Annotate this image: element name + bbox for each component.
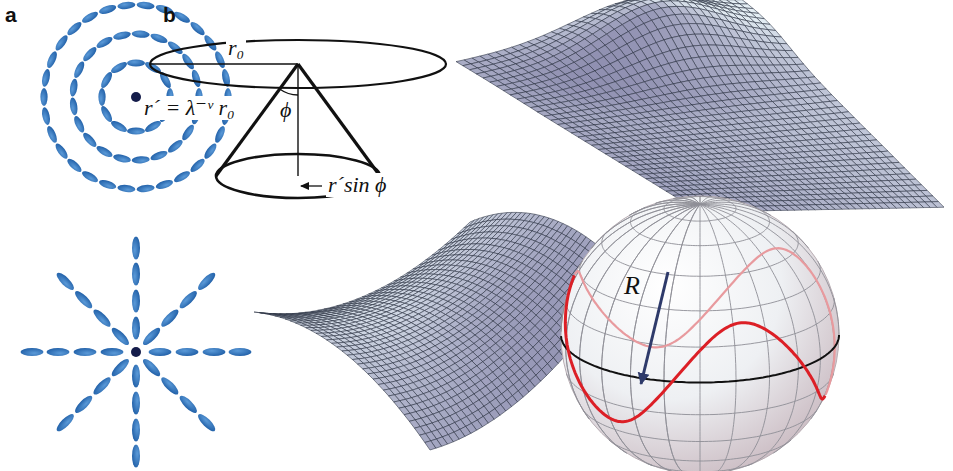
mesh-cell — [612, 157, 626, 162]
director-ellipse — [98, 88, 105, 106]
defect-core — [131, 92, 141, 102]
mesh-cell — [659, 187, 673, 192]
director-ellipse — [21, 348, 44, 356]
director-ellipse — [176, 348, 199, 356]
director-ellipse — [149, 348, 172, 356]
mesh-cell — [653, 182, 667, 187]
director-ellipse — [196, 270, 218, 292]
director-ellipse — [73, 393, 95, 415]
mesh-cell — [666, 191, 680, 196]
director-ellipse — [109, 357, 131, 379]
director-ellipse — [73, 289, 95, 311]
director-ellipse — [99, 104, 114, 123]
director-ellipse — [132, 419, 140, 442]
director-ellipse — [91, 307, 113, 329]
defect-core — [131, 347, 141, 357]
director-ellipse — [74, 348, 97, 356]
director-ellipse — [91, 375, 113, 397]
director-ellipse — [132, 365, 140, 388]
director-ellipse — [213, 50, 227, 69]
director-ellipse — [229, 348, 252, 356]
director-ellipse — [98, 178, 117, 190]
director-ellipse — [101, 348, 124, 356]
director-ellipse — [109, 325, 131, 347]
director-ellipse — [127, 127, 145, 134]
director-ellipse — [132, 290, 140, 313]
mesh-cell — [639, 174, 653, 179]
director-ellipse — [47, 348, 70, 356]
director-ellipse — [41, 68, 52, 87]
mesh-cell — [646, 178, 660, 183]
director-ellipse — [213, 125, 227, 144]
director-ellipse — [41, 107, 52, 126]
bump-surface — [456, 0, 944, 212]
mesh-cell — [619, 161, 633, 166]
director-ellipse — [136, 1, 155, 10]
director-ellipse — [196, 412, 218, 434]
director-ellipse — [180, 52, 196, 71]
director-ellipse — [172, 169, 191, 184]
director-ellipse — [112, 153, 131, 164]
director-ellipse — [189, 157, 207, 174]
director-ellipse — [141, 325, 163, 347]
director-ellipse — [155, 178, 174, 190]
director-ellipse — [132, 445, 140, 468]
director-ellipse — [53, 142, 69, 161]
director-patterns — [21, 1, 252, 468]
director-ellipse — [177, 289, 199, 311]
director-ellipse — [131, 30, 149, 39]
director-ellipse — [109, 119, 128, 134]
director-ellipse — [132, 392, 140, 415]
director-ellipse — [45, 125, 59, 144]
director-ellipse — [166, 138, 185, 155]
director-ellipse — [81, 45, 99, 63]
director-ellipse — [72, 60, 86, 79]
director-ellipse — [141, 357, 163, 379]
director-ellipse — [45, 50, 59, 69]
mesh-cell — [632, 170, 646, 175]
director-ellipse — [109, 60, 128, 75]
director-ellipse — [98, 3, 117, 15]
director-ellipse — [117, 184, 136, 193]
mesh-cell — [625, 166, 639, 171]
director-ellipse — [131, 156, 149, 165]
director-ellipse — [132, 237, 140, 260]
director-ellipse — [80, 10, 99, 25]
director-ellipse — [149, 149, 168, 162]
director-ellipse — [80, 169, 99, 184]
director-ellipse — [202, 142, 218, 161]
director-ellipse — [69, 97, 79, 116]
director-ellipse — [136, 184, 155, 193]
director-ellipse — [177, 393, 199, 415]
director-ellipse — [65, 20, 83, 37]
director-ellipse — [149, 32, 168, 45]
director-ellipse — [189, 20, 207, 37]
director-ellipse — [143, 119, 162, 134]
director-ellipse — [180, 123, 196, 142]
director-ellipse — [117, 1, 136, 10]
director-ellipse — [53, 34, 69, 53]
director-ellipse — [69, 78, 79, 97]
director-ellipse — [81, 131, 99, 149]
director-ellipse — [190, 69, 202, 88]
director-ellipse — [112, 30, 131, 41]
director-ellipse — [40, 88, 47, 106]
mesh-cell — [932, 202, 944, 208]
director-ellipse — [159, 375, 181, 397]
director-ellipse — [159, 307, 181, 329]
director-ellipse — [132, 263, 140, 286]
director-ellipse — [166, 39, 185, 56]
director-ellipse — [99, 70, 114, 89]
director-ellipse — [127, 59, 145, 66]
director-ellipse — [65, 157, 83, 174]
director-ellipse — [54, 270, 76, 292]
director-ellipse — [132, 317, 140, 340]
director-ellipse — [203, 348, 226, 356]
director-ellipse — [95, 144, 114, 159]
director-ellipse — [95, 35, 114, 50]
director-ellipse — [72, 115, 86, 134]
director-ellipse — [54, 412, 76, 434]
mesh-cell — [605, 153, 619, 158]
